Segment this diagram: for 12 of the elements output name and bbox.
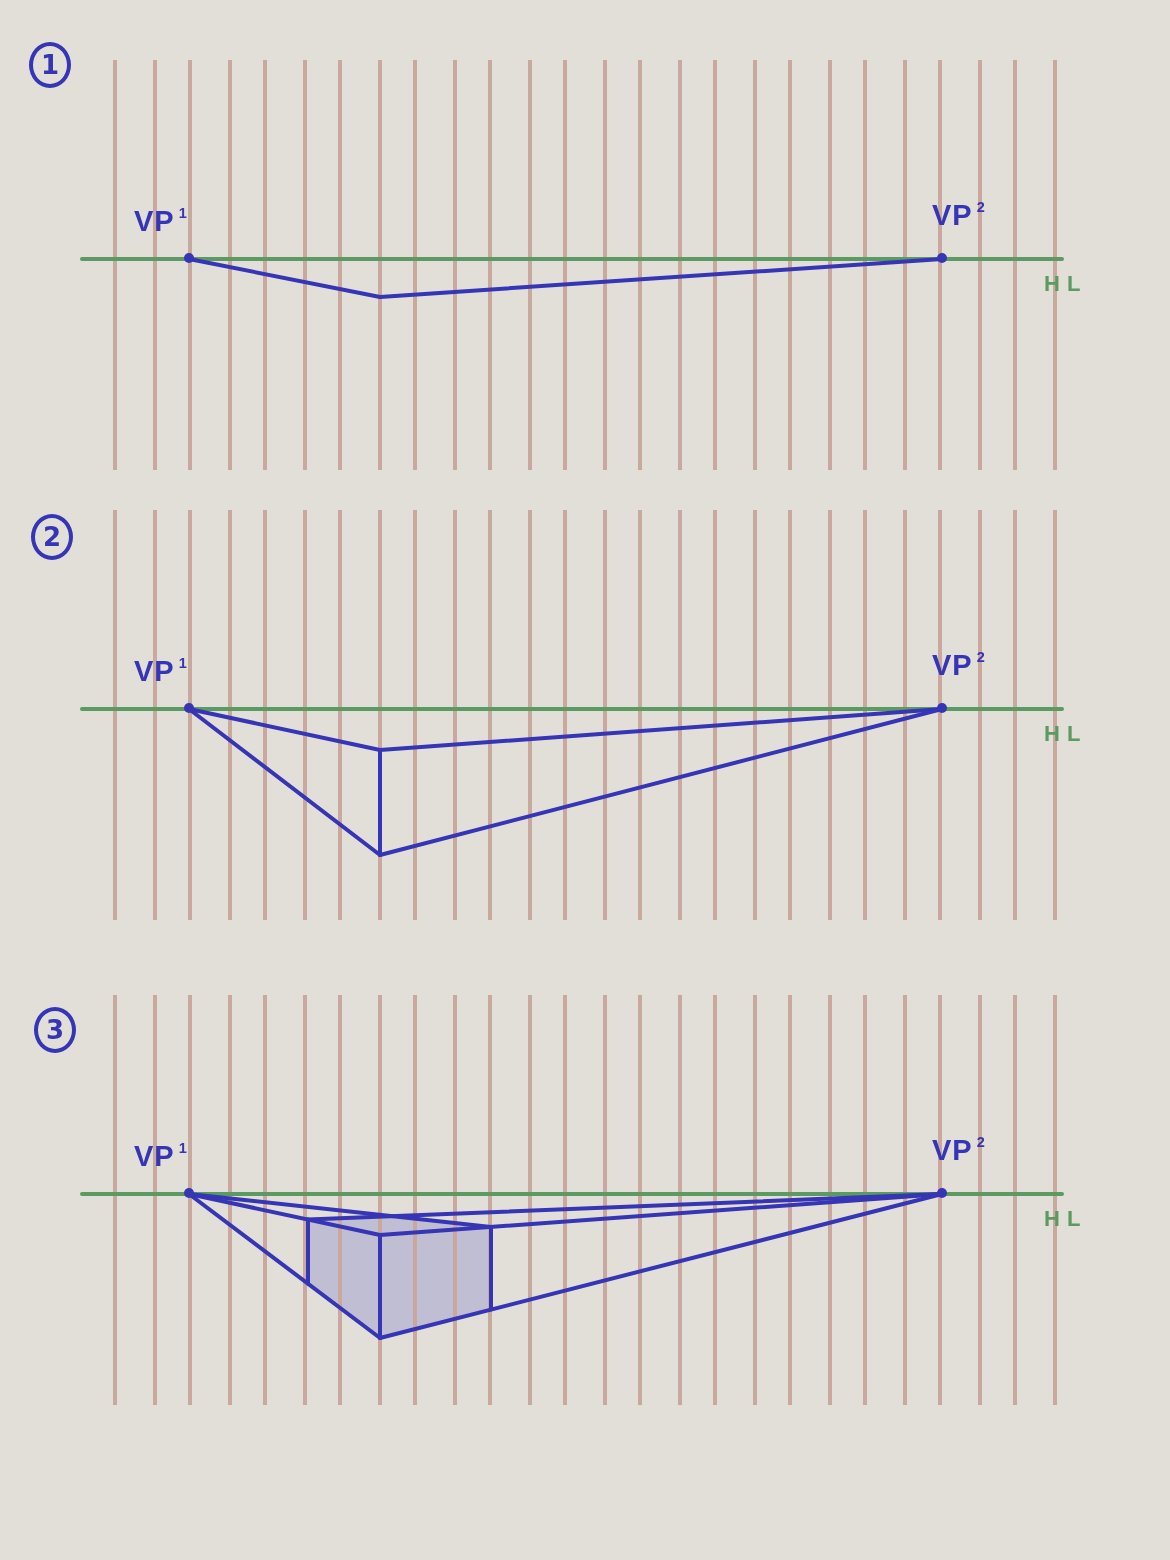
vanishing-point-label: VP$^{1}$ bbox=[134, 656, 188, 687]
step-number-circle: 1 bbox=[29, 42, 71, 88]
vanishing-point-label: VP$^{2}$ bbox=[932, 1135, 986, 1166]
vanishing-point-label: VP$^{2}$ bbox=[932, 200, 986, 231]
vanishing-point-label: VP$^{1}$ bbox=[134, 1141, 188, 1172]
vanishing-point-label: VP$^{2}$ bbox=[932, 650, 986, 681]
step-number-circle: 3 bbox=[34, 1007, 76, 1053]
horizon-line-label: HL bbox=[1044, 1208, 1088, 1230]
vanishing-point-label: VP$^{1}$ bbox=[134, 206, 188, 237]
step-number-circle: 2 bbox=[31, 514, 73, 560]
horizon-line-label: HL bbox=[1044, 273, 1088, 295]
horizon-line-label: HL bbox=[1044, 723, 1088, 745]
